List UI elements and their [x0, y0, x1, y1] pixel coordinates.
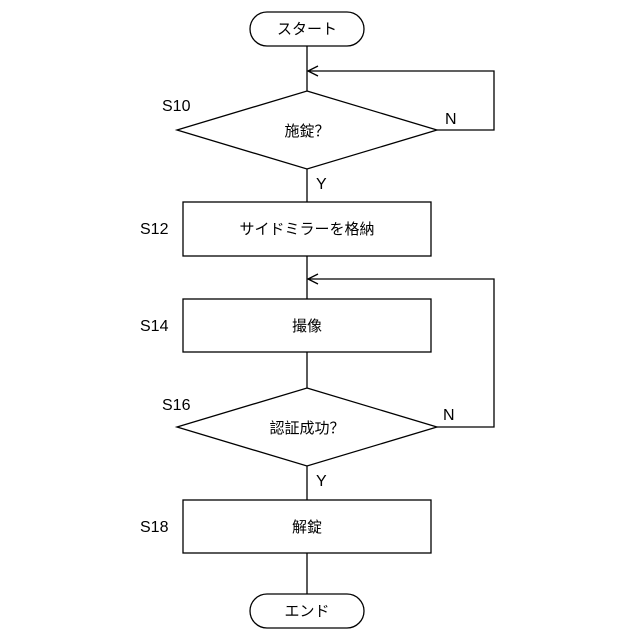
step-id-s12: S12: [140, 221, 169, 238]
s10-no-label: N: [445, 111, 457, 128]
s10-yes-label: Y: [316, 176, 327, 193]
step-id-s14: S14: [140, 318, 169, 335]
decision-s10-label: 施錠？: [284, 122, 329, 140]
process-s18-label: 解錠: [292, 518, 322, 536]
process-s12-label: サイドミラーを格納: [239, 220, 374, 238]
end-label: エンド: [284, 602, 329, 620]
process-s14-label: 撮像: [292, 317, 322, 335]
start-label: スタート: [277, 20, 337, 38]
step-id-s10: S10: [162, 98, 191, 115]
step-id-s18: S18: [140, 519, 169, 536]
s16-no-label: N: [443, 407, 455, 424]
decision-s16-label: 認証成功？: [269, 419, 344, 437]
s16-yes-label: Y: [316, 473, 327, 490]
step-id-s16: S16: [162, 397, 191, 414]
